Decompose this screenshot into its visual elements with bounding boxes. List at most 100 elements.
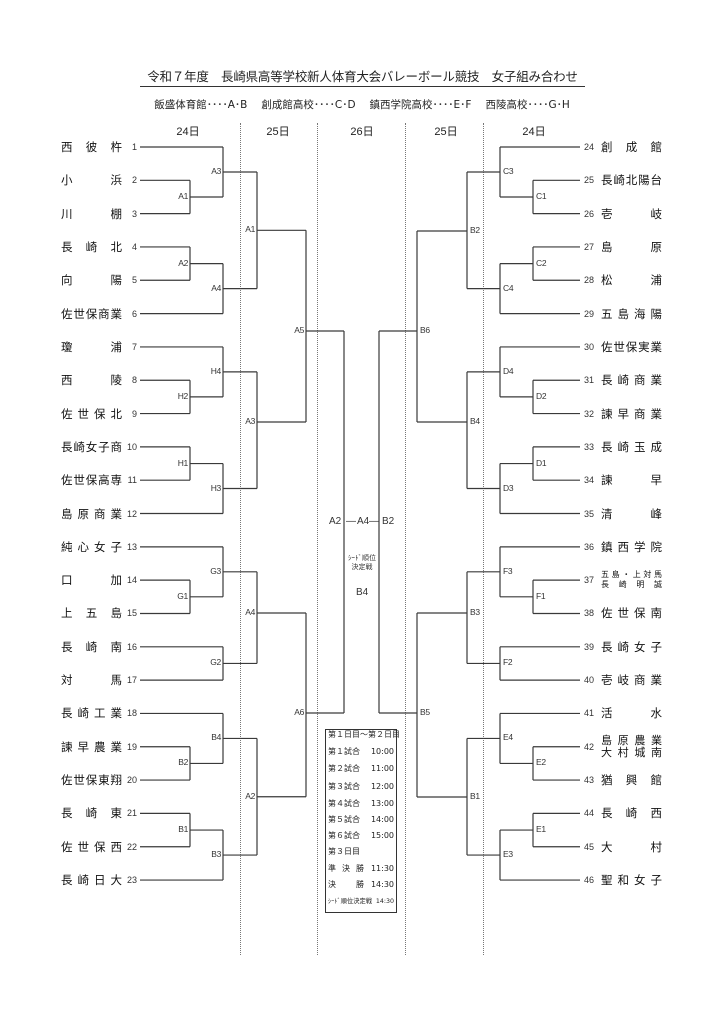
match-label: B2 [470,225,480,235]
team-number: 31 [584,375,595,386]
team-name: 長崎東 [61,806,122,821]
team-name: 長崎商業 [601,373,662,388]
team-name: 佐世保高専 [61,473,122,488]
team-number: 15 [126,608,137,619]
team-number: 9 [131,408,137,419]
team-name: 西陵 [61,373,122,388]
schedule-row-time: 12:00 [370,782,394,791]
team-name: 口加 [61,573,122,588]
venue-item: 創成館高校････C･D [261,99,356,111]
team-number: 19 [126,741,137,752]
team-number: 6 [131,308,137,319]
schedule-row-time: 14:30 [375,898,394,905]
match-label: B1 [178,824,188,835]
schedule-row-label: 第１試合 [328,747,360,756]
schedule-day3-header: 第３日目 [328,847,360,856]
match-label: H2 [177,390,189,401]
match-label: B4 [211,732,221,743]
team-name: 松浦 [601,273,662,288]
schedule-row-time: 10:00 [370,747,394,756]
team-number: 8 [131,375,137,386]
match-label: F3 [503,565,513,576]
match-label: A1 [245,224,255,235]
schedule-row-label: ｼｰﾄﾞ順位決定戦 [328,898,373,905]
team-name: 創成館 [601,140,662,154]
match-label: D4 [503,365,514,376]
schedule-row-label: 第３試合 [328,782,360,791]
team-name: 長崎北 [61,239,122,254]
seed-decision-note: ｼｰﾄﾞ順位 決定戦 [342,554,382,572]
match-label: A4 [245,607,255,617]
match-label: D2 [536,390,547,401]
team-number: 39 [584,641,595,652]
team-number: 14 [126,575,137,586]
team-name-line: 五島・上対馬 [601,570,662,580]
team-number: 32 [584,408,595,419]
team-number: 1 [131,142,137,152]
team-name: 島原農業大村城南 [601,733,662,759]
team-name: 瓊浦 [61,339,122,354]
team-number: 26 [584,208,595,219]
match-label: A5 [294,325,304,335]
page-title: 令和７年度 長崎県高等学校新人体育大会バレーボール競技 女子組み合わせ [140,66,585,87]
match-label: D3 [503,482,514,493]
day-divider [317,123,318,955]
match-label: H4 [210,365,222,376]
team-name: 壱岐 [601,206,662,221]
team-number: 7 [131,341,137,352]
match-label: H1 [177,457,189,468]
match-label: G3 [210,565,221,576]
team-name: 佐世保西 [61,839,122,854]
venue-item: 西陵高校････G･H [485,99,570,111]
team-number: 28 [584,275,595,286]
day-header-right-r2: 25日 [434,126,458,138]
schedule-row-time: 13:00 [370,799,394,808]
match-label: C1 [536,190,547,201]
seed-note-line: 決定戦 [351,563,373,571]
match-label: F2 [503,657,513,668]
team-number: 17 [126,675,137,686]
team-name: 諫早農業 [61,739,122,754]
team-number: 11 [127,475,137,486]
team-number: 43 [584,775,595,786]
schedule-row-label: 準決勝 [328,864,364,873]
team-number: 4 [131,241,137,252]
schedule-row-label: 第５試合 [328,815,360,824]
team-number: 21 [126,808,137,819]
match-label: C2 [536,257,547,268]
team-number: 36 [584,541,595,552]
team-name-line: 島原農業 [601,733,662,747]
final-left-label: A2 [329,516,342,527]
team-number: 34 [584,475,595,486]
team-name: 鎮西学院 [601,539,662,554]
team-number: 35 [584,508,595,519]
venue-item: 鎮西学院高校････E･F [369,99,472,111]
team-name: 長崎北陽台 [601,173,662,188]
team-name: 長崎女子 [601,639,662,654]
team-number: 37 [584,575,595,586]
match-label: A6 [294,707,304,717]
team-number: 2 [131,175,137,186]
team-number: 38 [584,608,595,619]
day-header-left-r1: 24日 [176,126,200,138]
team-name: 島原 [601,239,662,254]
schedule-row-time: 11:00 [370,764,394,773]
final-right-label: B2 [382,516,395,527]
schedule-row: 第３試合 12:00 [328,782,394,792]
match-label: B3 [470,607,480,617]
team-name: 佐世保北 [61,406,122,421]
schedule-row-time: 14:00 [370,815,394,824]
final-dash: — [346,516,356,527]
match-label: C4 [503,282,514,293]
team-number: 30 [584,341,595,352]
team-number: 25 [584,175,595,186]
team-name: 西彼杵 [61,140,122,154]
team-name: 清峰 [601,506,662,521]
team-name: 向陽 [61,273,122,288]
match-label: B4 [470,416,480,426]
team-name: 諫早 [601,473,662,488]
